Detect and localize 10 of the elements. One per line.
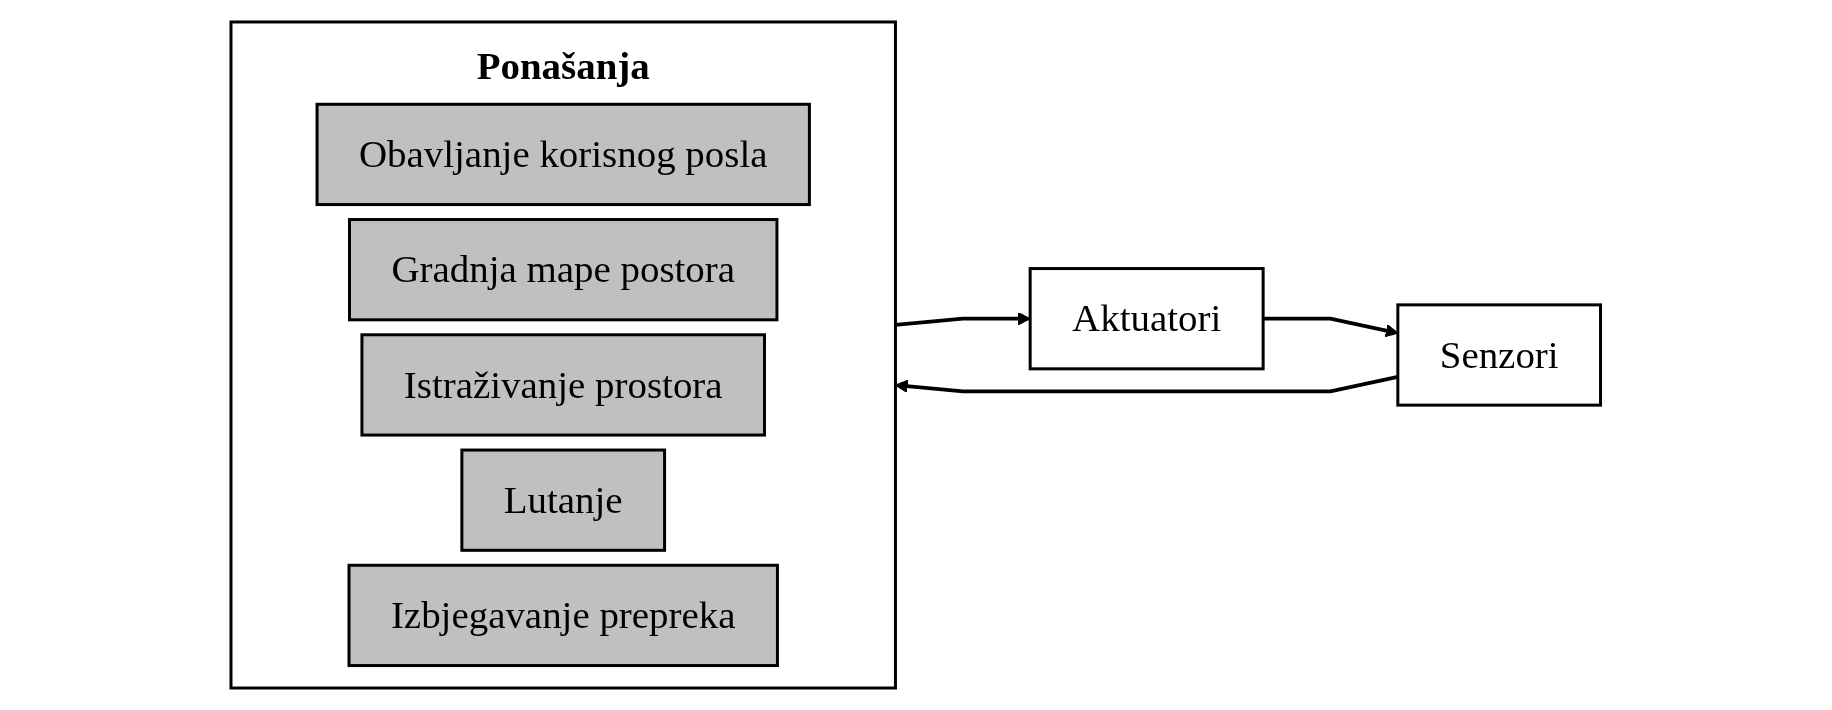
node-box: Izbjegavanje prepreka (347, 563, 780, 668)
node-box: Aktuatori (1028, 267, 1265, 371)
node-box: Obavljanje korisnog posla (315, 102, 812, 207)
node-box: Gradnja mape postora (348, 218, 779, 322)
node-box: Lutanje (460, 448, 667, 552)
arrow (895, 312, 1031, 327)
arrow (895, 374, 1399, 394)
arrow (1263, 316, 1399, 338)
node-box: Senzori (1396, 303, 1603, 407)
node-box: Istraživanje prostora (360, 333, 767, 437)
